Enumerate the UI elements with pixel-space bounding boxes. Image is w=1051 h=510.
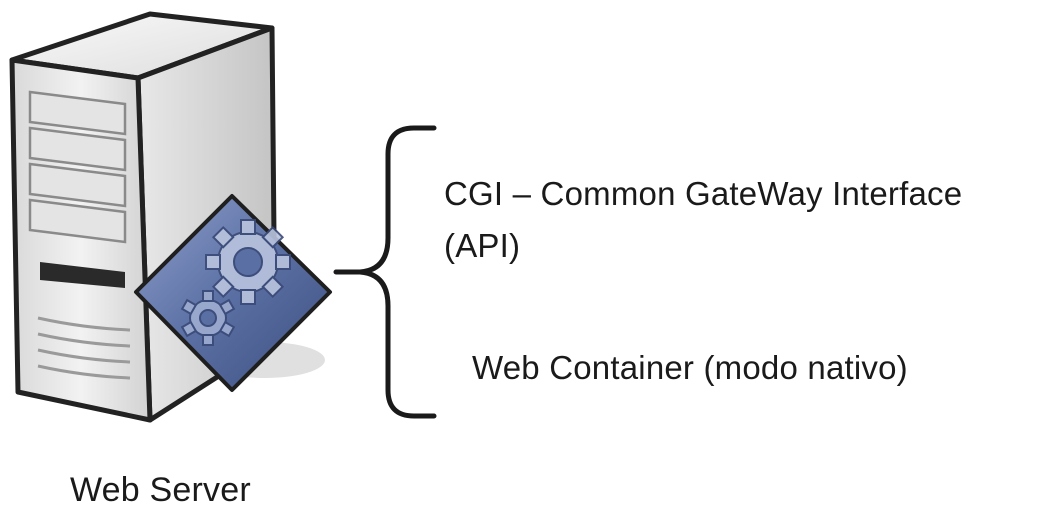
cgi-option-line-2: (API) [444, 227, 521, 264]
front-vents [37, 316, 131, 380]
drive-bays [28, 90, 127, 244]
disk-slot [40, 262, 125, 288]
cgi-option-line-1: CGI – Common GateWay Interface [444, 175, 963, 212]
web-server-icon [9, 11, 332, 423]
web-server-label: Web Server [70, 471, 251, 509]
gear-badge-icon [134, 194, 332, 392]
curly-brace-icon [333, 125, 437, 419]
web-container-option: Web Container (modo nativo) [472, 349, 908, 386]
